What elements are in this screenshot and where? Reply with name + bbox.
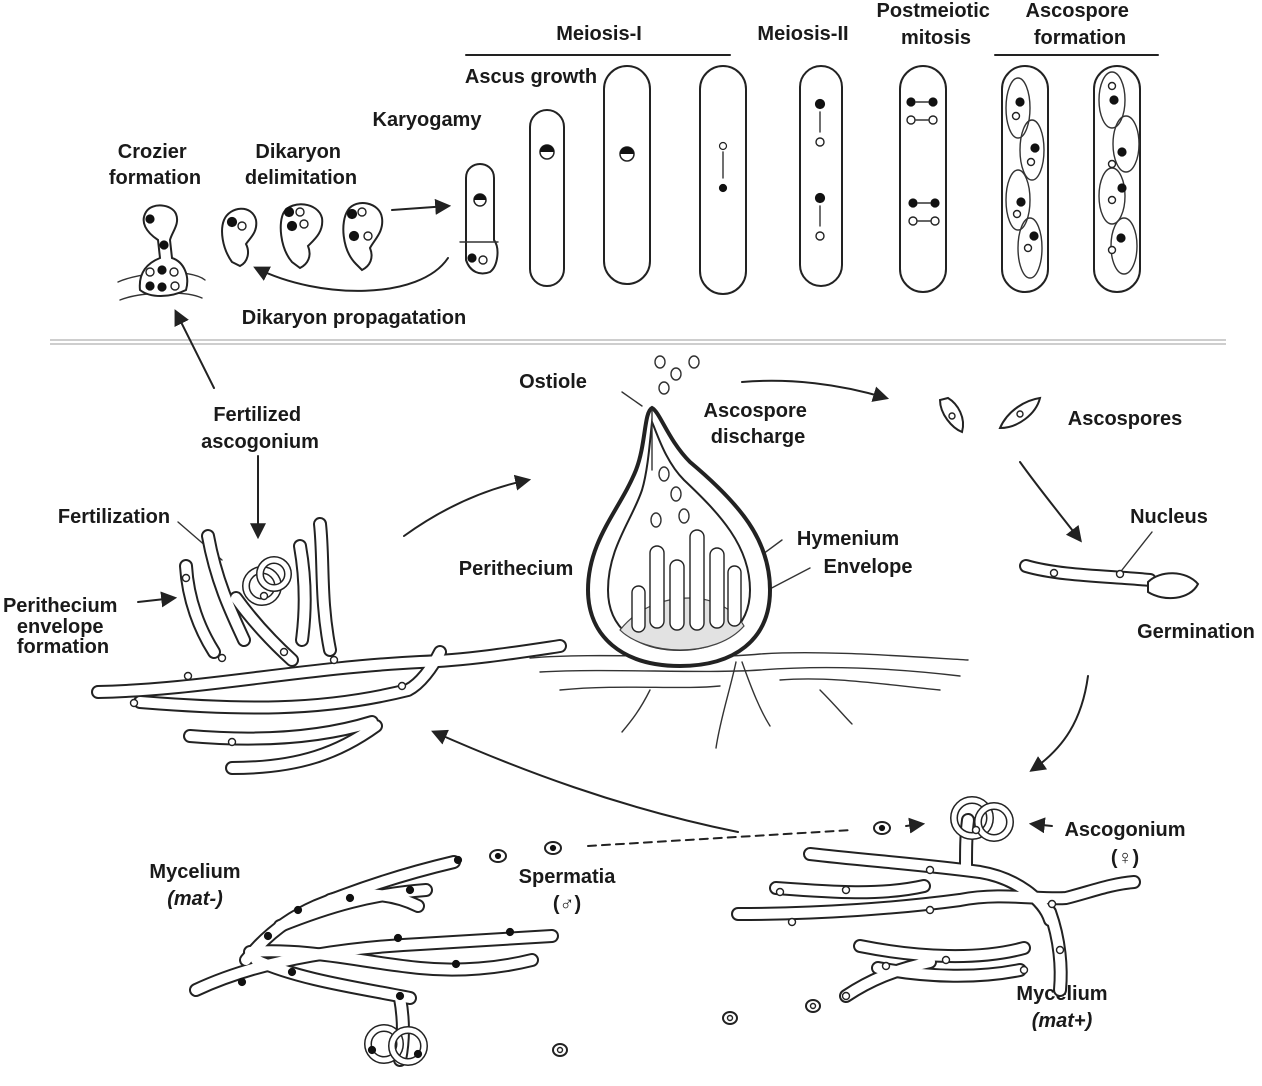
- ascospores-label: Ascospores: [1068, 408, 1183, 430]
- meiosis-2-label: Meiosis-II: [757, 23, 848, 45]
- hymenium-label: Hymenium: [797, 528, 899, 550]
- mycelium-minus-label: Mycelium: [149, 861, 240, 883]
- arrow-to-perithecium: [403, 474, 532, 537]
- ascogonium-symbol: (♀): [1111, 847, 1139, 869]
- arrow-envelope-formation: [137, 591, 178, 608]
- germination-illustration: [1019, 559, 1200, 600]
- perithecium-label: Perithecium: [459, 558, 573, 580]
- fertilization-mycelium: [91, 517, 567, 775]
- ascospore-formation-ascus-2: [1093, 65, 1141, 293]
- meiosis-1-label: Meiosis-I: [556, 23, 642, 45]
- dikaryon-hook-3: [342, 202, 384, 272]
- dikaryon-hook-1: [221, 207, 258, 268]
- arrow-to-ascogonium: [1029, 675, 1089, 772]
- ascus-growth-small: [529, 109, 565, 287]
- ascospore-formation-ascus-1: [1001, 65, 1049, 293]
- postmeiotic-ascus: [899, 65, 947, 293]
- perithecium-illustration: [529, 355, 969, 749]
- mycelium-plus-type: (mat+): [1032, 1010, 1093, 1032]
- ascogonium-label: Ascogonium: [1064, 819, 1185, 841]
- dikaryon-propagation-label: Dikaryon propagatation: [242, 307, 466, 329]
- karyogamy-label: Karyogamy: [373, 109, 483, 131]
- arrow-ascogonium-pointer: [1028, 817, 1053, 834]
- karyogamy-ascus: [459, 162, 499, 275]
- crozier-formation-label: Crozier formation: [109, 141, 201, 189]
- arrow-to-karyogamy: [391, 198, 452, 215]
- arrow-to-crozier: [174, 309, 215, 389]
- crozier-illustration: [117, 204, 206, 301]
- nucleus-label: Nucleus: [1130, 506, 1208, 528]
- spermatia-symbol: (♂): [553, 893, 581, 915]
- ascospore-discharge-label: Ascospore discharge: [704, 400, 813, 448]
- mycelium-minus-type: (mat-): [167, 888, 223, 910]
- perithecium-envelope-formation-label: Perithecium envelope formation: [3, 595, 123, 658]
- arrow-to-ascospores: [741, 379, 890, 402]
- spermatia-dashed-path: [587, 829, 853, 847]
- ascospores-illustration: [938, 396, 1042, 434]
- spermatia-to-ascogonium-arrow: [905, 817, 926, 834]
- ascus-development-panel: Crozier formation Dikaryon delimitation …: [109, 0, 1159, 329]
- arrow-dikaryon-propagation: [253, 257, 449, 292]
- life-cycle-panel: Fertilized ascogonium Fertilization Peri…: [3, 309, 1255, 1067]
- ascus-growth-label: Ascus growth: [465, 66, 597, 88]
- arrow-to-germination: [1019, 461, 1082, 543]
- ostiole-label: Ostiole: [519, 371, 587, 393]
- postmeiotic-mitosis-label: Postmeiotic mitosis: [877, 0, 996, 49]
- ascospore-formation-label: Ascospore formation: [1026, 0, 1135, 49]
- nucleus-pointer: [1121, 531, 1153, 571]
- dikaryon-delimitation-label: Dikaryon delimitation: [245, 141, 357, 189]
- meiosis-1-ascus: [699, 65, 747, 295]
- fertilization-label: Fertilization: [58, 506, 170, 528]
- mycelium-minus-illustration: [189, 855, 559, 1067]
- fertilized-ascogonium-label: Fertilized ascogonium: [201, 404, 319, 453]
- envelope-label: Envelope: [824, 556, 913, 578]
- arrow-to-fertilization: [431, 729, 739, 833]
- spermatia-label: Spermatia: [519, 866, 617, 888]
- dikaryon-hook-2: [279, 203, 324, 270]
- ostiole-pointer: [621, 391, 643, 407]
- mycelium-plus-illustration: [731, 796, 1141, 1003]
- ascus-growth-large: [603, 65, 651, 285]
- meiosis-2-ascus: [799, 65, 843, 287]
- germination-label: Germination: [1137, 621, 1255, 643]
- spermatia-group: [489, 821, 891, 1057]
